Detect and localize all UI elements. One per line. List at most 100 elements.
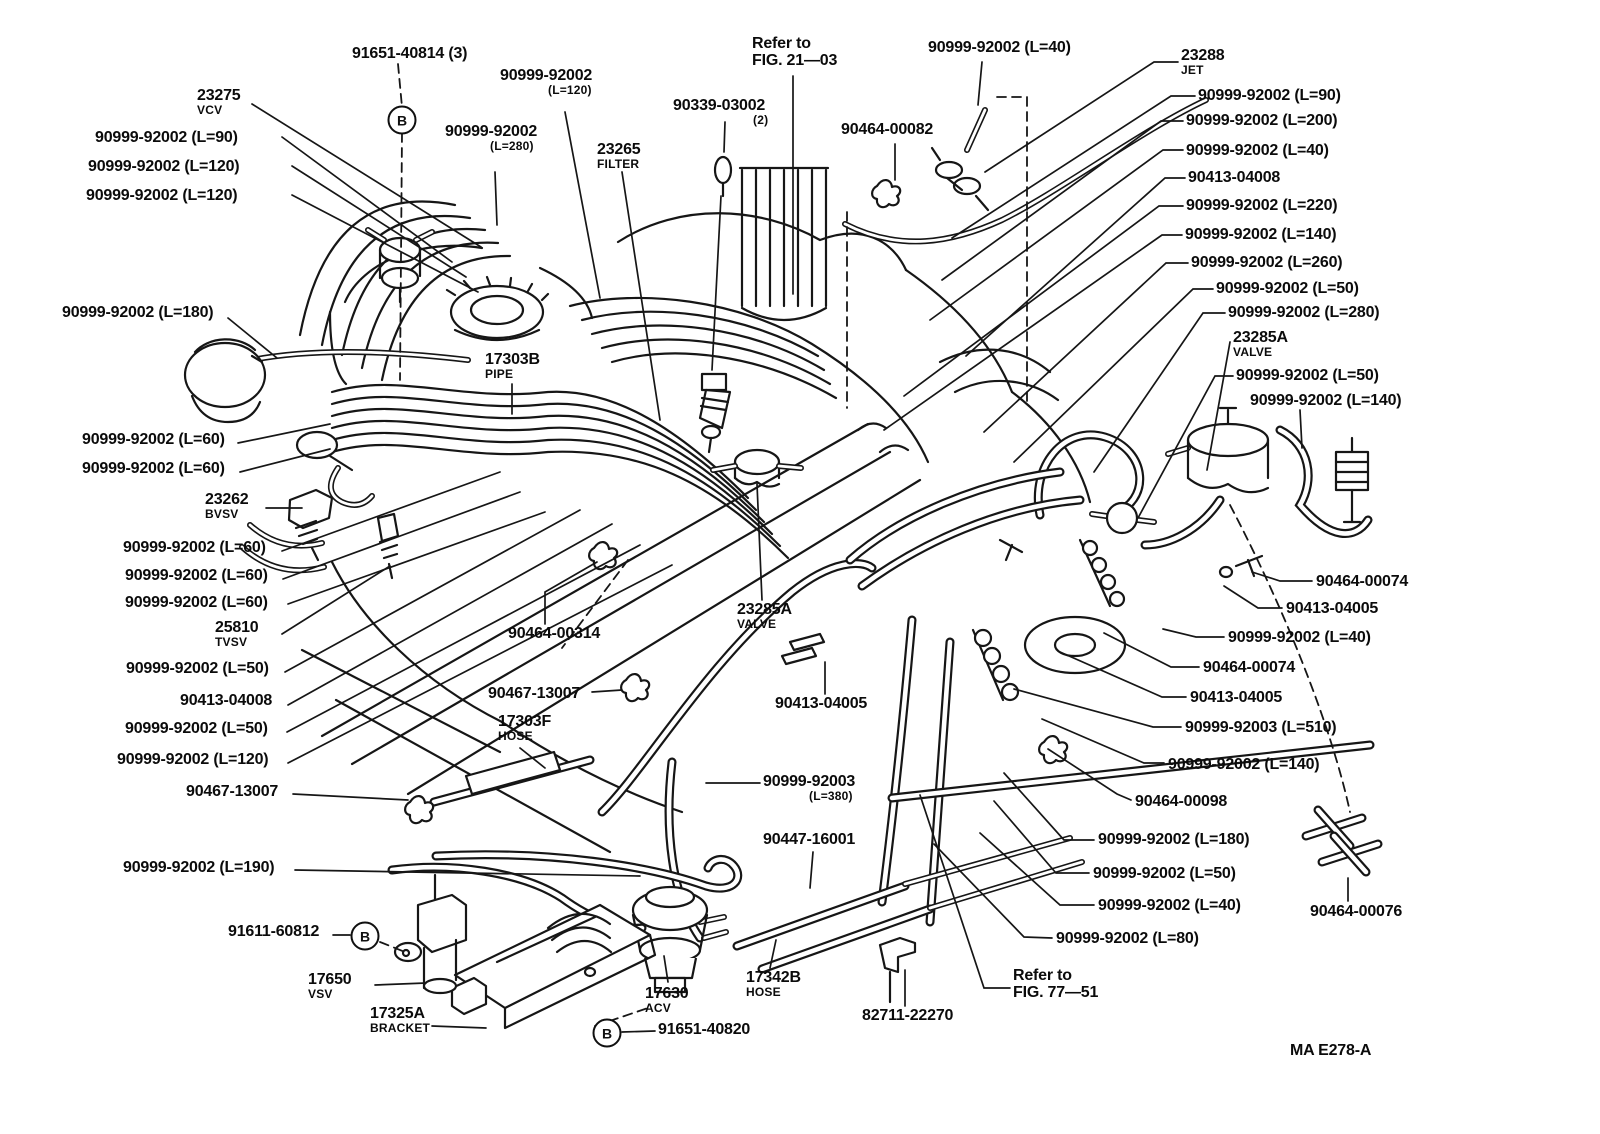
part-number: 90464-00314 <box>508 625 601 642</box>
part-label: 90999-92002 (L=60) <box>125 567 268 585</box>
part-number: 90999-92002 (L=60) <box>123 539 266 556</box>
components <box>183 146 1370 1030</box>
fuel-filter-part <box>1334 436 1370 524</box>
air-suction-valve <box>183 338 267 424</box>
part-number: 90464-00074 <box>1316 573 1409 590</box>
part-label: 90999-92002 (L=50) <box>1093 865 1236 883</box>
part-number: 90999-92002 (L=140) <box>1185 226 1337 243</box>
part-number: 90999-92002 (L=280) <box>1228 304 1380 321</box>
assembly-marker-b: B <box>387 105 417 135</box>
part-number: 90339-03002 <box>673 97 766 114</box>
part-label: 90999-92002 (L=40) <box>1186 142 1329 160</box>
part-label: 90999-92002 (L=60) <box>123 539 266 557</box>
part-sublabel: JET <box>1181 62 1204 77</box>
part-label: 90999-92002 (L=60) <box>82 460 225 478</box>
part-sublabel: ACV <box>645 1000 671 1015</box>
part-number: 90999-92003 (L=510) <box>1185 719 1337 736</box>
part-number: 23285A <box>1233 329 1288 346</box>
part-label: 91651-40814 (3) <box>352 45 468 63</box>
vacuum-manifold-b <box>971 628 1020 702</box>
part-number: 90999-92002 (L=80) <box>1056 930 1199 947</box>
part-number: 23288 <box>1181 47 1225 64</box>
part-label: 90999-92002 (L=180) <box>62 304 214 322</box>
part-sublabel: VSV <box>308 986 333 1001</box>
drawing-code: MA E278-A <box>1290 1042 1372 1060</box>
part-sublabel: TVSV <box>215 634 248 649</box>
part-number: 90999-92002 (L=180) <box>62 304 214 321</box>
part-number: 90999-92002 (L=50) <box>1236 367 1379 384</box>
intake-horn <box>295 430 339 460</box>
part-label: 90999-92002 (L=90) <box>1198 87 1341 105</box>
part-number: 90464-00082 <box>841 121 934 138</box>
part-number: 90999-92002 (L=190) <box>123 859 275 876</box>
part-label: 90999-92002 (L=60) <box>125 594 268 612</box>
leader-lines <box>227 61 1349 1033</box>
part-label: 90464-00074 <box>1316 573 1409 591</box>
part-number: 90999-92002 (L=50) <box>126 660 269 677</box>
part-number: 90999-92002 (L=180) <box>1098 831 1250 848</box>
part-number: 90999-92003 <box>763 773 856 790</box>
part-label: 91651-40820 <box>658 1021 750 1039</box>
part-label: 90413-04005 <box>1286 600 1379 618</box>
gasket-stack <box>546 912 613 954</box>
part-number: 90999-92002 (L=120) <box>117 751 269 768</box>
part-number: 17342B <box>746 969 801 986</box>
part-label: 90999-92002 (L=120) <box>86 187 238 205</box>
part-number: MA E278-A <box>1290 1042 1372 1059</box>
part-number: 90999-92002 (L=140) <box>1168 756 1320 773</box>
part-number: Refer to <box>1013 967 1072 984</box>
part-number: 90413-04005 <box>1286 600 1379 617</box>
part-label: 90413-04005 <box>775 695 867 713</box>
part-number: 90999-92002 (L=40) <box>928 39 1071 56</box>
part-number: 90447-16001 <box>763 831 856 848</box>
part-number: 91611-60812 <box>228 923 320 940</box>
part-label: 90999-92002 (L=200) <box>1186 112 1338 130</box>
part-sublabel: (L=120) <box>548 82 592 97</box>
part-sublabel: HOSE <box>498 728 533 743</box>
part-label: 90999-92002(L=280) <box>445 123 538 153</box>
part-number: 17325A <box>370 1005 425 1022</box>
part-label: 90999-92002 (L=120) <box>88 158 240 176</box>
part-sublabel: FIG. 77—51 <box>1013 983 1099 1001</box>
part-number: 90999-92002 (L=120) <box>86 187 238 204</box>
part-sublabel: VALVE <box>737 616 777 631</box>
part-label: 90999-92002 (L=90) <box>95 129 238 147</box>
part-number: 90999-92002 (L=260) <box>1191 254 1343 271</box>
part-label: 90999-92002 (L=50) <box>125 720 268 738</box>
part-number: 90999-92002 <box>500 67 593 84</box>
part-number: 90999-92002 (L=140) <box>1250 392 1402 409</box>
part-label: 91611-60812 <box>228 923 320 941</box>
part-number: 90999-92002 (L=60) <box>125 567 268 584</box>
part-number: 90999-92002 <box>445 123 538 140</box>
part-number: 90999-92002 (L=90) <box>95 129 238 146</box>
part-number: 90999-92002 (L=220) <box>1186 197 1338 214</box>
part-number: 17303F <box>498 713 552 730</box>
part-number: 17630 <box>645 985 689 1002</box>
part-label: 90999-92002 (L=140) <box>1185 226 1337 244</box>
part-sublabel: BRACKET <box>370 1020 431 1035</box>
grommet <box>780 646 818 666</box>
ribbed-block <box>738 166 830 322</box>
part-number: 90999-92002 (L=60) <box>82 431 225 448</box>
part-number: 23262 <box>205 491 249 508</box>
part-label: 90999-92002 (L=50) <box>1236 367 1379 385</box>
acv-valve <box>631 885 709 994</box>
filter-bulb <box>713 155 733 185</box>
part-number: 90999-92002 (L=60) <box>125 594 268 611</box>
bracket-17325a <box>450 903 657 1030</box>
part-number: 17303B <box>485 351 540 368</box>
part-sublabel: (L=280) <box>490 138 534 153</box>
part-number: 90464-00076 <box>1310 903 1403 920</box>
part-number: 90999-92002 (L=60) <box>82 460 225 477</box>
part-number: 90999-92002 (L=50) <box>125 720 268 737</box>
part-label: 90999-92002 (L=40) <box>928 39 1071 57</box>
